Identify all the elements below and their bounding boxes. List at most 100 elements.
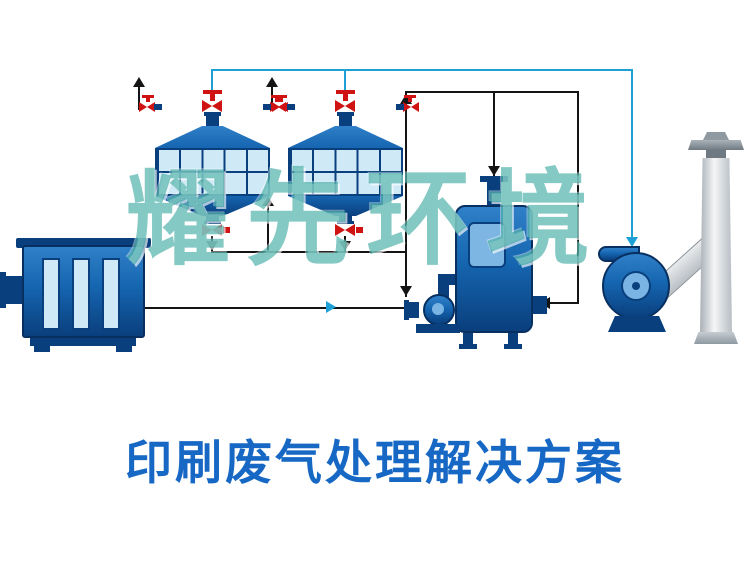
tank-side-pipe (438, 274, 458, 285)
tank-inspection-window (468, 222, 506, 268)
valve-stem (279, 98, 283, 102)
inlet-pipe (206, 116, 219, 127)
flow-line-hopper2-vent (271, 86, 273, 110)
valve-stem (408, 98, 412, 102)
tank-leg (508, 333, 518, 345)
pump-hub (432, 303, 444, 315)
pump-riser-pipe (438, 274, 449, 300)
filter-slat (72, 258, 90, 330)
tank-leg (463, 333, 473, 345)
outlet-pipe (206, 216, 219, 222)
valve-stem (146, 98, 150, 102)
flow-arrow-down-icon (339, 241, 351, 251)
filter-grid (288, 148, 403, 196)
pump-base (416, 324, 460, 333)
stack-cap-crown (702, 132, 730, 142)
pump-inlet-plate (404, 300, 409, 320)
flange (337, 221, 354, 224)
tank-foot (459, 344, 477, 349)
flow-arrow-up-icon (400, 94, 412, 104)
flow-line-tank-top-feed (493, 92, 495, 176)
filter-slat (42, 258, 60, 330)
flow-arrow-up-icon (266, 77, 278, 87)
flow-line-hopper1-vent (138, 86, 140, 110)
valve-icon-left (272, 102, 288, 112)
valve-icon-top (335, 100, 355, 112)
flow-arrow-down-icon (206, 241, 218, 251)
valve-flange (287, 104, 295, 110)
flow-line-box-to-pump (145, 307, 410, 309)
adsorption-box-icon (0, 238, 156, 358)
outlet-pipe (339, 216, 352, 222)
inlet-pipe (339, 116, 352, 127)
valve-icon-left (139, 102, 155, 112)
valve-stem (275, 98, 279, 102)
valve-handle (275, 95, 287, 98)
valve-handle (404, 95, 416, 98)
flow-arrow-down-icon (400, 286, 412, 296)
flow-arrow-right-icon (326, 301, 336, 313)
stack-neck (706, 150, 726, 160)
box-foot (34, 346, 50, 352)
tank-top-flange (480, 176, 508, 182)
flow-arrow-up-icon (262, 196, 274, 206)
fan-inlet-eye (621, 271, 651, 301)
flow-arrow-down-icon (488, 166, 500, 176)
valve-icon-right (403, 102, 419, 112)
flow-line-collector (211, 251, 407, 253)
inlet-stub (4, 276, 22, 304)
tank-foot (504, 344, 522, 349)
flow-line-top-header (212, 69, 632, 71)
flow-line-upper-return (405, 91, 579, 93)
valve-stem (210, 93, 215, 101)
scrubber-tank-icon (404, 176, 564, 356)
flange (204, 112, 221, 116)
flow-line-return-riser (405, 92, 407, 253)
flange (204, 221, 221, 224)
box-lid (16, 238, 151, 248)
valve-stem (343, 93, 348, 101)
hopper-bottom-cone (288, 196, 403, 216)
valve-flange (396, 104, 404, 110)
valve-handle (223, 227, 230, 233)
hopper-top-cone (155, 126, 270, 148)
flow-line-drop-to-fan (631, 69, 633, 245)
page-title: 印刷废气处理解决方案 (125, 436, 625, 491)
flange (337, 112, 354, 116)
centrifugal-fan-icon (596, 212, 746, 337)
tank-top-pipe (487, 181, 501, 207)
filter-slat (102, 258, 120, 330)
inlet-flange-plate (0, 272, 6, 308)
valve-flange (154, 104, 162, 110)
filter-hopper-icon-2 (272, 90, 419, 236)
flow-line-to-pump (405, 251, 407, 297)
flow-line-riser-hopper1 (211, 69, 213, 92)
valve-icon-bottom (335, 224, 355, 236)
valve-handle (203, 90, 222, 94)
valve-icon-bottom (202, 224, 222, 236)
valve-icon-top (202, 100, 222, 112)
flow-line-riser-hopper2 (344, 69, 346, 92)
tank-outlet-stub (533, 296, 547, 314)
pump-inlet-flange (407, 302, 419, 318)
hopper-top-cone (288, 126, 403, 148)
fan-base (608, 316, 666, 332)
flow-line-mid-riser (267, 203, 269, 253)
hopper-bottom-cone (155, 196, 270, 216)
valve-flange (263, 104, 271, 110)
fan-hub (632, 282, 640, 290)
valve-handle (142, 95, 154, 98)
flow-arrow-down-icon (626, 237, 638, 247)
stack-cap-brim (688, 140, 744, 150)
valve-handle (356, 227, 363, 233)
stack-column (700, 158, 732, 334)
stack-base (694, 332, 738, 344)
exhaust-stack-icon (686, 130, 746, 360)
flow-line-right-drop (577, 91, 579, 303)
box-foot (116, 346, 132, 352)
filter-grid (155, 148, 270, 196)
filter-hopper-icon-1 (139, 90, 286, 236)
valve-handle (336, 90, 355, 94)
box-base (30, 338, 136, 346)
